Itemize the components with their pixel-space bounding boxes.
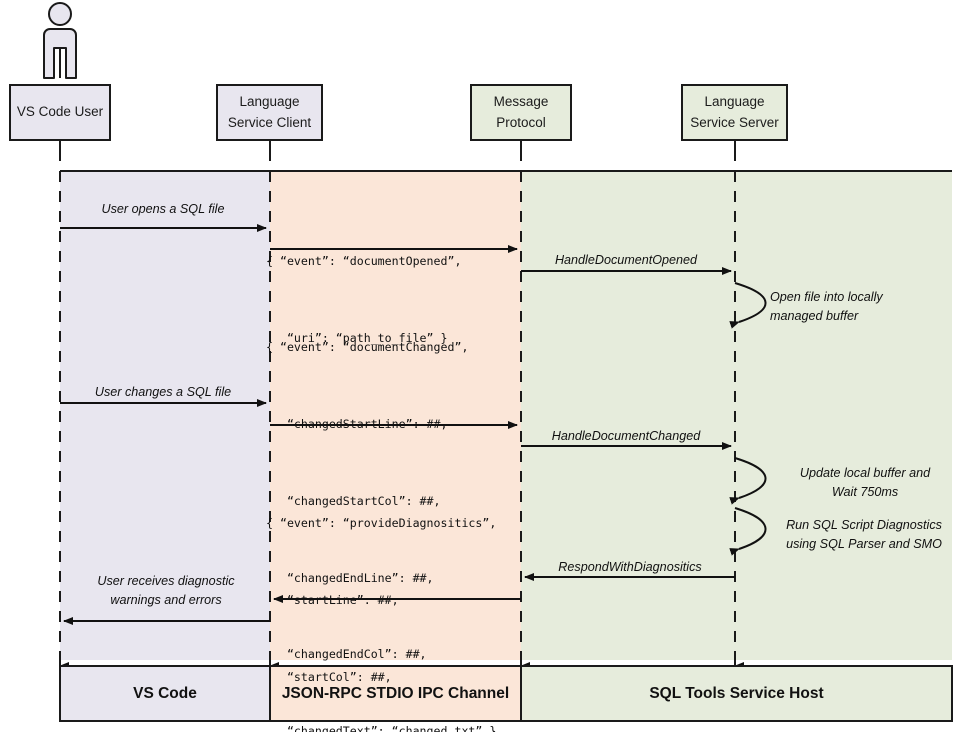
footer-label-vscode: VS Code [60, 666, 270, 721]
participant-box-user[interactable] [9, 84, 111, 141]
footer-cell-host[interactable] [520, 665, 953, 722]
message-text-line2: warnings and errors [110, 592, 222, 607]
payload-line: “changedEndLine”: ##, [266, 570, 434, 585]
note-open-file-buffer: Open file into locally managed buffer [770, 288, 960, 326]
payload-line: “changedStartCol”: ##, [266, 493, 441, 508]
footer-label-ipc: JSON-RPC STDIO IPC Channel [270, 666, 521, 721]
participant-box-server[interactable] [681, 84, 788, 141]
payload-document-changed: { “event”: “documentChanged”, “changedSt… [266, 284, 496, 732]
message-label-handle-document-opened: HandleDocumentOpened [521, 251, 731, 270]
message-text: HandleDocumentChanged [551, 429, 701, 443]
self-loop-update-wait [729, 457, 767, 505]
payload-line: “changedText”: “changed txt” } [266, 724, 497, 732]
band-service-host [521, 171, 952, 660]
note-line1: Open file into locally [770, 290, 883, 304]
note-line2: Wait 750ms [831, 484, 899, 499]
footer-label-host: SQL Tools Service Host [521, 666, 952, 721]
self-loop-run-diagnostics [729, 507, 767, 556]
note-line2: managed buffer [770, 308, 859, 323]
payload-line: { “event”: “documentOpened”, [266, 254, 462, 269]
payload-line: { “event”: “provideDiagnositics”, [266, 516, 497, 531]
message-label-handle-document-changed: HandleDocumentChanged [521, 427, 731, 446]
message-label-respond-with-diagnostics: RespondWithDiagnositics [525, 558, 735, 577]
message-label-user-opens: User opens a SQL file [60, 200, 266, 219]
person-icon [43, 2, 77, 79]
payload-line: “startLine”: ##, [266, 592, 399, 607]
payload-line: “uri”: “path_to_file” } [266, 330, 448, 345]
payload-line: “changedStartLine”: ##, [266, 416, 448, 431]
payload-provide-diagnostics: { “event”: “provideDiagnositics”, “start… [266, 460, 496, 732]
note-line1: Update local buffer and [799, 466, 931, 480]
note-line1: Run SQL Script Diagnostics [786, 518, 942, 532]
message-label-user-changes: User changes a SQL file [60, 383, 266, 402]
message-text: HandleDocumentOpened [554, 253, 698, 267]
note-update-buffer-wait: Update local buffer and Wait 750ms [770, 464, 960, 502]
footer-text: VS Code [133, 684, 197, 702]
message-text-line1: User receives diagnostic [97, 574, 235, 588]
participant-box-client[interactable] [216, 84, 323, 141]
footer-cell-vscode[interactable] [59, 665, 271, 722]
payload-line: { “event”: “documentChanged”, [266, 340, 469, 355]
note-run-sql-diagnostics: Run SQL Script Diagnostics using SQL Par… [766, 516, 962, 554]
participant-box-protocol[interactable] [470, 84, 572, 141]
message-text: User opens a SQL file [101, 202, 225, 216]
band-ipc-channel [270, 171, 521, 660]
message-text: User changes a SQL file [94, 385, 232, 399]
message-text: RespondWithDiagnositics [558, 560, 702, 574]
footer-text: JSON-RPC STDIO IPC Channel [281, 684, 510, 702]
note-line2: using SQL Parser and SMO [786, 536, 942, 551]
self-loop-open-buffer [729, 282, 767, 329]
footer-cell-ipc[interactable] [269, 665, 522, 722]
payload-line: “changedEndCol”: ##, [266, 647, 427, 662]
payload-line: “startCol”: ##, [266, 669, 392, 684]
message-label-user-receives: User receives diagnostic warnings and er… [62, 572, 270, 610]
band-vscode [60, 171, 270, 660]
footer-text: SQL Tools Service Host [649, 684, 824, 702]
payload-document-opened: { “event”: “documentOpened”, “uri”: “pat… [266, 198, 461, 403]
